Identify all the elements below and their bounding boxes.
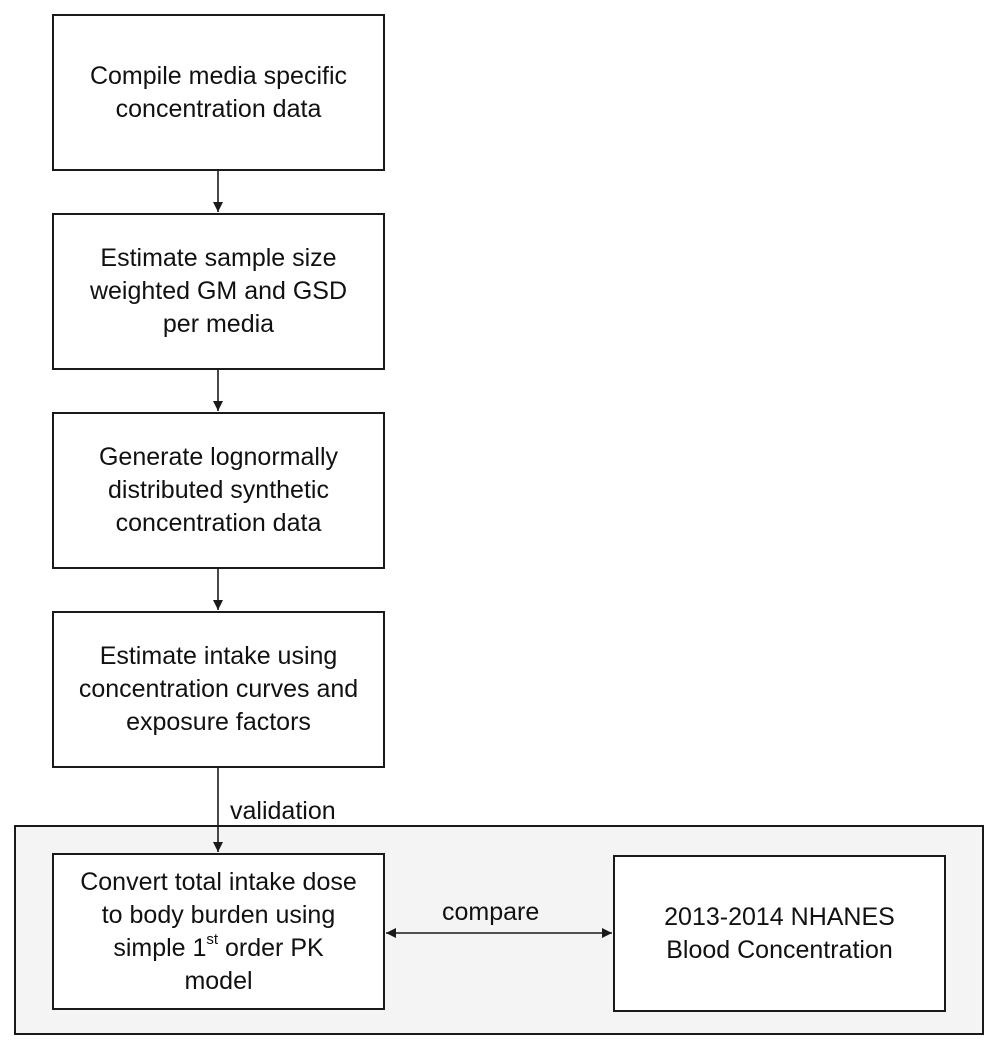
step-line: Compile media specific [89,61,348,90]
step-compile-data: Compile media specific concentration dat… [52,14,385,171]
convert-line-1: Convert total intake dose [80,867,357,896]
step-line: exposure factors [126,708,311,736]
step-estimate-gm-gsd: Estimate sample size weighted GM and GSD… [52,213,385,370]
convert-line-3-post: order PK [218,933,324,962]
step-line: Estimate sample size [100,244,337,272]
step-line: concentration data [115,94,322,123]
step-estimate-intake: Estimate intake using concentration curv… [52,611,385,768]
step-generate-synthetic-data: Generate lognormally distributed synthet… [52,412,385,569]
step-compile-data-text: Compile media specific concentration dat… [90,60,347,126]
step-convert-body-burden: Convert total intake dose to body burden… [52,853,385,1010]
step-line: per media [162,310,275,338]
step-line: weighted GM and GSD [89,277,348,305]
convert-line-3: simple 1st order PK [80,932,357,965]
step-line: Estimate intake using [99,642,338,670]
convert-line-4: model [184,966,253,995]
nhanes-line-1: 2013-2014 NHANES [664,902,895,931]
step-estimate-gm-gsd-text: Estimate sample size weighted GM and GSD… [90,242,347,341]
ordinal-superscript: st [206,931,219,949]
nhanes-box-text: 2013-2014 NHANES Blood Concentration [664,901,895,967]
nhanes-blood-concentration-box: 2013-2014 NHANES Blood Concentration [613,855,946,1012]
step-generate-synthetic-data-text: Generate lognormally distributed synthet… [99,441,338,540]
step-convert-body-burden-text: Convert total intake dose to body burden… [80,866,357,998]
step-line: concentration curves and [78,675,359,703]
nhanes-line-2: Blood Concentration [666,935,893,964]
step-estimate-intake-text: Estimate intake using concentration curv… [79,640,358,739]
step-line: concentration data [115,509,322,537]
step-line: distributed synthetic [108,476,329,504]
compare-label: compare [442,898,540,926]
validation-label: validation [230,797,336,825]
convert-line-2: to body burden using [101,900,336,929]
step-line: Generate lognormally [98,443,338,471]
convert-line-3-pre: simple 1 [113,933,207,962]
